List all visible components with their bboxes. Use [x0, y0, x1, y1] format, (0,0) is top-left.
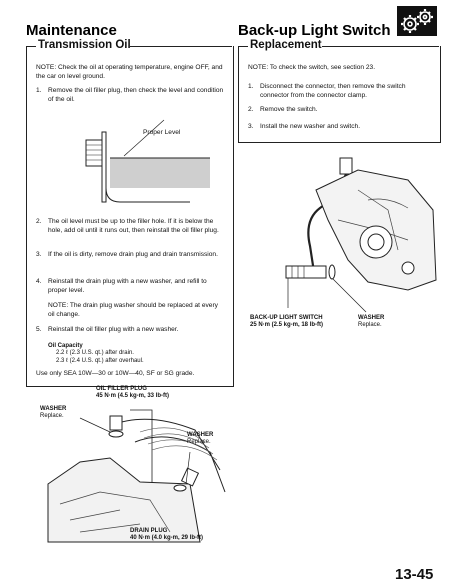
backup-light-switch-torque: 25 N·m (2.5 kg-m, 18 lb-ft) — [250, 322, 324, 329]
callout-drain-plug: DRAIN PLUG 40 N·m (4.0 kg-m, 29 lb-ft) — [130, 528, 203, 542]
step-number: 5. — [36, 326, 42, 333]
step-number: 2. — [248, 106, 254, 113]
callout-washer-drain: WASHER Replace. — [187, 432, 213, 446]
switch-step-1: 1. Disconnect the connector, then remove… — [248, 83, 433, 101]
oil-step-1: 1. Remove the oil filler plug, then chec… — [36, 87, 226, 105]
axle-boot-top — [114, 418, 221, 471]
drain-washer-note: NOTE: The drain plug washer should be re… — [48, 302, 218, 318]
housing-boss — [359, 225, 393, 259]
left-box-rule-a — [26, 46, 36, 47]
switch-step-2: 2. Remove the switch. — [248, 106, 433, 116]
subsection-title-replacement: Replacement — [250, 39, 322, 51]
washer-label: WASHER — [187, 432, 214, 438]
switch-step-3: 3. Install the new washer and switch. — [248, 123, 433, 133]
step-text: Remove the oil filler plug, then check t… — [48, 87, 224, 103]
oil-filler-plug — [109, 415, 123, 431]
step-number: 2. — [36, 218, 42, 225]
plug-thread — [86, 144, 102, 161]
step-number: 1. — [248, 83, 254, 90]
switch-connector — [339, 157, 353, 175]
step-number: 4. — [36, 278, 42, 285]
step-text: If the oil is dirty, remove drain plug a… — [48, 251, 218, 258]
oil-capacity-overhaul: 2.3 ℓ (2.4 U.S. qt.) after overhaul. — [56, 357, 144, 364]
filler-plug-head — [85, 139, 103, 167]
drain-washer — [173, 484, 187, 492]
transmission-case — [47, 457, 201, 543]
section-title-backup-light-switch: Back-up Light Switch — [238, 22, 391, 39]
step-text: Install the new washer and switch. — [260, 123, 361, 130]
oil-step-3: 3. If the oil is dirty, remove drain plu… — [36, 251, 226, 269]
proper-level-leader — [123, 119, 165, 157]
step-text: Reinstall the oil filler plug with a new… — [48, 326, 179, 333]
step-number: 1. — [36, 87, 42, 94]
oil-step-5: 5. Reinstall the oil filler plug with a … — [36, 326, 226, 336]
proper-level-label: Proper Level — [143, 129, 181, 136]
washer-note: Replace. — [358, 322, 382, 329]
drain-plug-torque: 40 N·m (4.0 kg-m, 29 lb-ft) — [130, 535, 204, 542]
oil-grade: Use only SEA 10W—30 or 10W—40, SF or SG … — [36, 370, 195, 377]
callout-washer-filler: WASHER Replace. — [40, 406, 66, 420]
washer2-leader — [185, 451, 191, 485]
step-number: 3. — [36, 251, 42, 258]
oil-capacity-title: Oil Capacity — [48, 343, 83, 349]
washer-note: Replace. — [40, 413, 64, 420]
backup-light-switch-label: BACK-UP LIGHT SWITCH — [250, 315, 323, 321]
oil-check-note: NOTE: Check the oil at operating tempera… — [36, 64, 223, 80]
boot-ribs — [139, 427, 218, 461]
oil-filler-plug-torque: 45 N·m (4.5 kg-m, 33 lb-ft) — [96, 393, 170, 400]
oil-step-4: 4. Reinstall the drain plug with a new w… — [36, 278, 226, 296]
switch-hex-lines — [291, 266, 305, 278]
washer1-leader — [79, 417, 111, 433]
step-text: The oil level must be up to the filler h… — [48, 218, 219, 234]
page-number: 13-45 — [395, 566, 434, 583]
replacement-panel: NOTE: To check the switch, see section 2… — [238, 46, 441, 143]
callout-oil-filler-plug: OIL FILLER PLUG 45 N·m (4.5 kg-m, 33 lb-… — [96, 386, 169, 400]
washer-label: WASHER — [358, 315, 385, 321]
housing-boss-inner — [367, 233, 385, 251]
drain-plug-label: DRAIN PLUG — [130, 528, 168, 534]
washer-note: Replace. — [187, 439, 211, 446]
step-text: Remove the switch. — [260, 106, 318, 113]
transmission-oil-panel: NOTE: Check the oil at operating tempera… — [26, 46, 234, 387]
washer-leader — [332, 278, 367, 313]
step-text: Reinstall the drain plug with a new wash… — [48, 278, 207, 294]
callout-switch-washer: WASHER Replace. — [358, 315, 384, 329]
switch-washer — [328, 264, 336, 280]
left-box-rule-b — [130, 46, 232, 47]
oil-filler-plug-label: OIL FILLER PLUG — [96, 386, 147, 392]
switch-check-note: NOTE: To check the switch, see section 2… — [248, 64, 376, 71]
right-box-rule-b — [322, 46, 439, 47]
case-wall — [101, 131, 107, 203]
gears-icon — [397, 6, 437, 36]
housing-bolt — [401, 261, 415, 275]
subsection-title-transmission-oil: Transmission Oil — [38, 39, 131, 51]
oil-capacity-block: Oil Capacity 2.2 ℓ (2.3 U.S. qt.) after … — [48, 343, 144, 365]
section-title-maintenance: Maintenance — [26, 22, 117, 39]
backup-light-switch — [285, 265, 327, 279]
proper-level-diagram — [85, 119, 210, 203]
filler-washer — [108, 430, 124, 438]
step-text: Disconnect the connector, then remove th… — [260, 83, 406, 99]
right-box-rule-a — [238, 46, 248, 47]
callout-backup-light-switch: BACK-UP LIGHT SWITCH 25 N·m (2.5 kg-m, 1… — [250, 315, 323, 329]
oil-capacity-drain: 2.2 ℓ (2.3 U.S. qt.) after drain. — [56, 350, 134, 357]
step-number: 3. — [248, 123, 254, 130]
case-outline — [105, 148, 190, 203]
oil-fill — [110, 158, 210, 188]
case-ribs — [59, 491, 171, 533]
drain-plug — [180, 467, 200, 487]
oil-step-2: 2. The oil level must be up to the fille… — [36, 218, 226, 244]
washer-label: WASHER — [40, 406, 67, 412]
oil-plug-illustration — [47, 409, 226, 543]
backup-switch-illustration — [285, 157, 437, 313]
